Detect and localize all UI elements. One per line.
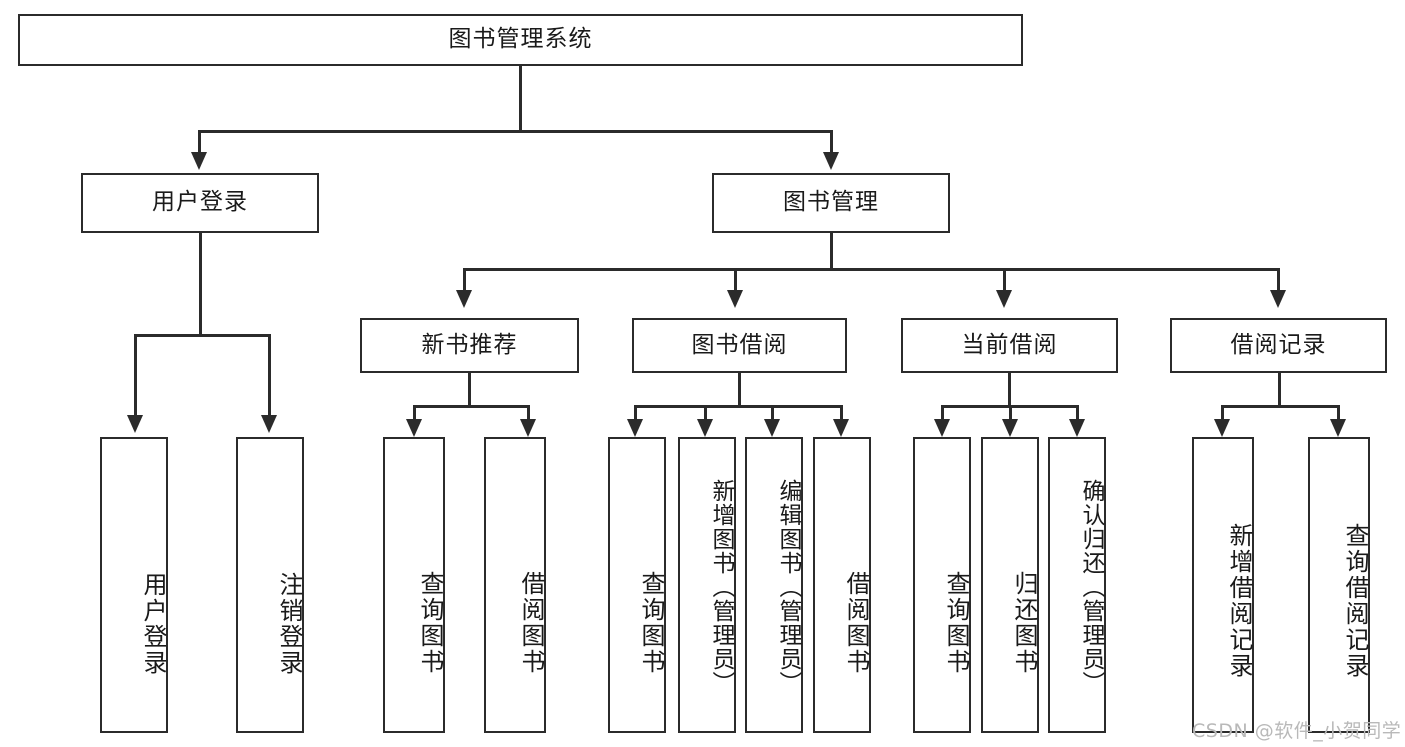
leaf-confirm-return-label: 确认归还（管理员）: [1078, 479, 1104, 695]
csdn-watermark: CSDN @软件_小贺同学: [1192, 720, 1402, 742]
edge-bm-to-book-borrow: [734, 268, 737, 294]
edge-bb-to-leaf-2: [704, 405, 707, 424]
leaf-return-book[interactable]: 归还图书: [981, 437, 1039, 733]
leaf-add-record[interactable]: 新增借阅记录: [1192, 437, 1254, 733]
arrow-bm-to-book-borrow: [727, 290, 743, 308]
node-new-book-recommend[interactable]: 新书推荐: [360, 318, 579, 373]
edge-user-login-stem: [199, 233, 202, 336]
edge-root-to-book-management: [830, 130, 833, 158]
edge-br-to-leaf-1: [1221, 405, 1224, 424]
node-book-borrow-label: 图书借阅: [691, 331, 788, 358]
leaf-query-book-3[interactable]: 查询图书: [913, 437, 971, 733]
leaf-logout-login-label: 注销登录: [275, 572, 303, 676]
edge-book-management-bus: [463, 268, 1280, 271]
leaf-borrow-book-2-label: 借阅图书: [842, 570, 870, 675]
leaf-query-book-3-label: 查询图书: [942, 570, 970, 675]
arrow-user-login-to-leaf-1: [127, 415, 143, 433]
edge-user-login-to-leaf-2: [268, 334, 271, 419]
leaf-borrow-book-1[interactable]: 借阅图书: [484, 437, 546, 733]
edge-bb-to-leaf-3: [771, 405, 774, 424]
arrow-cb-to-leaf-1: [934, 419, 950, 437]
edge-nbr-to-leaf-1: [413, 405, 416, 424]
edge-bb-bus: [634, 405, 842, 408]
leaf-borrow-book-1-label: 借阅图书: [517, 570, 545, 675]
edge-bm-to-current-borrow: [1003, 268, 1006, 294]
edge-nbr-bus: [413, 405, 529, 408]
leaf-edit-book-label: 编辑图书（管理员）: [775, 479, 801, 695]
edge-nbr-to-leaf-2: [527, 405, 530, 424]
edge-bm-to-new-book: [463, 268, 466, 294]
edge-br-to-leaf-2: [1337, 405, 1340, 424]
arrow-bb-to-leaf-2: [697, 419, 713, 437]
edge-root-bus: [198, 130, 832, 133]
node-user-login-label: 用户登录: [152, 189, 248, 216]
edge-book-management-stem: [830, 233, 833, 270]
node-user-login[interactable]: 用户登录: [81, 173, 319, 233]
leaf-add-record-label: 新增借阅记录: [1225, 523, 1253, 679]
arrow-root-to-user-login: [191, 152, 207, 170]
edge-bb-to-leaf-4: [840, 405, 843, 424]
leaf-query-book-1-label: 查询图书: [416, 570, 444, 675]
leaf-user-login-label: 用户登录: [139, 572, 167, 676]
node-borrow-record[interactable]: 借阅记录: [1170, 318, 1387, 373]
node-book-management[interactable]: 图书管理: [712, 173, 950, 233]
edge-cb-to-leaf-1: [941, 405, 944, 424]
edge-cb-to-leaf-2: [1009, 405, 1012, 424]
arrow-bm-to-current-borrow: [996, 290, 1012, 308]
edge-nbr-stem: [468, 373, 471, 407]
arrow-bm-to-new-book: [456, 290, 472, 308]
leaf-query-record-label: 查询借阅记录: [1341, 523, 1369, 679]
arrow-bb-to-leaf-3: [764, 419, 780, 437]
leaf-query-book-2-label: 查询图书: [637, 570, 665, 675]
edge-bm-to-borrow-record: [1277, 268, 1280, 294]
leaf-add-book[interactable]: 新增图书（管理员）: [678, 437, 736, 733]
arrow-nbr-to-leaf-1: [406, 419, 422, 437]
edge-cb-to-leaf-3: [1076, 405, 1079, 424]
arrow-bm-to-borrow-record: [1270, 290, 1286, 308]
node-current-borrow-label: 当前借阅: [961, 331, 1058, 358]
leaf-edit-book[interactable]: 编辑图书（管理员）: [745, 437, 803, 733]
node-current-borrow[interactable]: 当前借阅: [901, 318, 1118, 373]
leaf-logout-login[interactable]: 注销登录: [236, 437, 304, 733]
node-book-management-label: 图书管理: [783, 189, 879, 216]
edge-cb-stem: [1008, 373, 1011, 407]
arrow-cb-to-leaf-3: [1069, 419, 1085, 437]
edge-br-stem: [1278, 373, 1281, 407]
edge-bb-stem: [738, 373, 741, 407]
node-new-book-recommend-label: 新书推荐: [421, 331, 518, 358]
leaf-add-book-label: 新增图书（管理员）: [708, 479, 734, 695]
leaf-confirm-return[interactable]: 确认归还（管理员）: [1048, 437, 1106, 733]
edge-root-stem: [519, 66, 522, 131]
leaf-query-book-2[interactable]: 查询图书: [608, 437, 666, 733]
arrow-bb-to-leaf-4: [833, 419, 849, 437]
leaf-query-book-1[interactable]: 查询图书: [383, 437, 445, 733]
leaf-user-login[interactable]: 用户登录: [100, 437, 168, 733]
node-book-borrow[interactable]: 图书借阅: [632, 318, 847, 373]
leaf-return-book-label: 归还图书: [1010, 570, 1038, 675]
edge-user-login-to-leaf-1: [134, 334, 137, 419]
node-root-label: 图书管理系统: [448, 26, 593, 53]
arrow-br-to-leaf-2: [1330, 419, 1346, 437]
arrow-bb-to-leaf-1: [627, 419, 643, 437]
arrow-br-to-leaf-1: [1214, 419, 1230, 437]
node-borrow-record-label: 借阅记录: [1230, 331, 1327, 358]
arrow-root-to-book-management: [823, 152, 839, 170]
edge-br-bus: [1221, 405, 1339, 408]
arrow-nbr-to-leaf-2: [520, 419, 536, 437]
node-root[interactable]: 图书管理系统: [18, 14, 1023, 66]
arrow-user-login-to-leaf-2: [261, 415, 277, 433]
edge-root-to-user-login: [198, 130, 201, 158]
leaf-borrow-book-2[interactable]: 借阅图书: [813, 437, 871, 733]
arrow-cb-to-leaf-2: [1002, 419, 1018, 437]
edge-user-login-bus: [134, 334, 271, 337]
leaf-query-record[interactable]: 查询借阅记录: [1308, 437, 1370, 733]
edge-bb-to-leaf-1: [634, 405, 637, 424]
